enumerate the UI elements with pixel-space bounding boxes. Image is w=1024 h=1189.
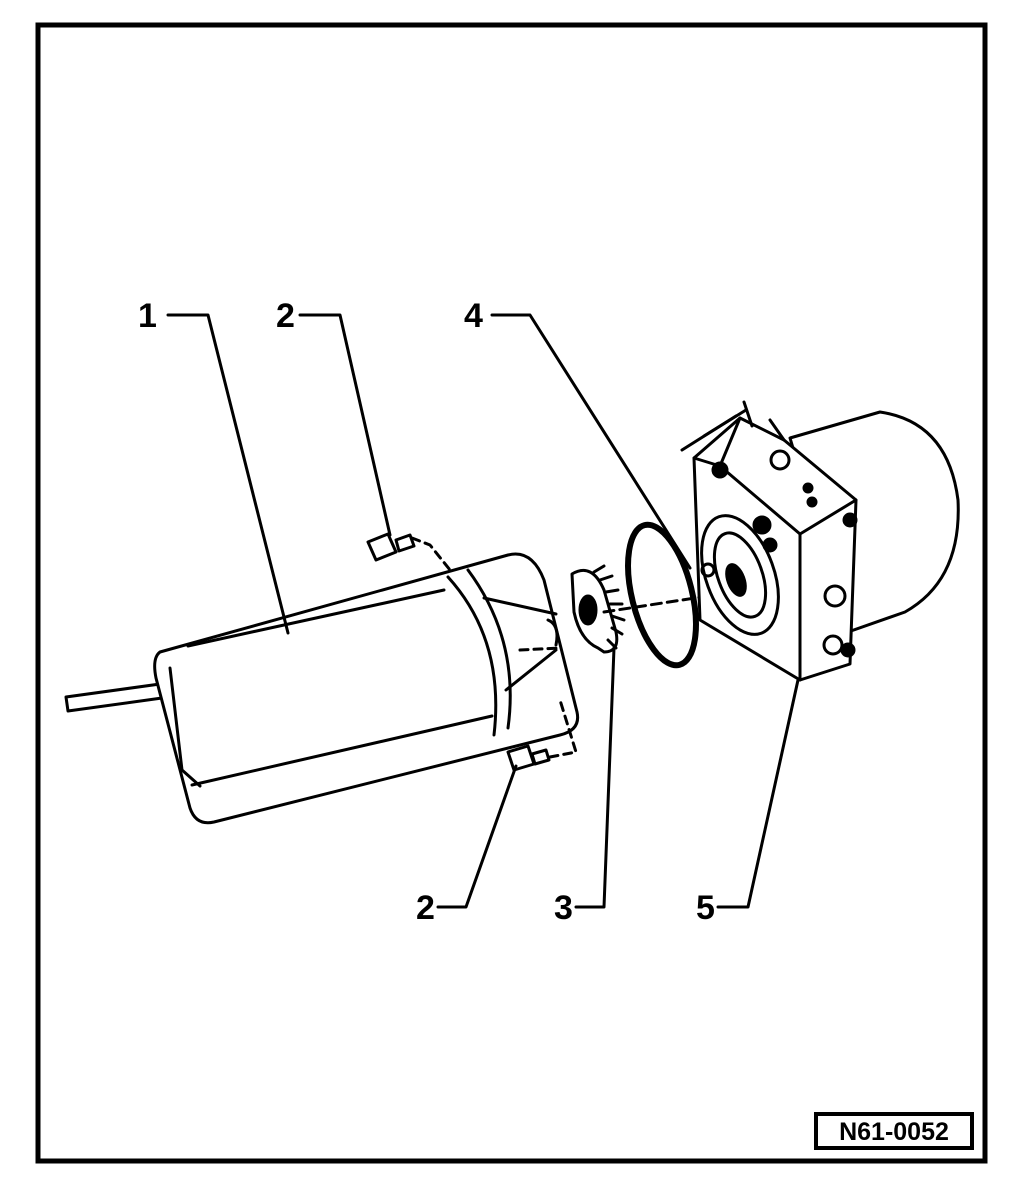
callout-3: 3 bbox=[554, 889, 573, 927]
leader-4 bbox=[490, 313, 692, 570]
callout-5: 5 bbox=[696, 889, 715, 927]
reference-code: N61-0052 bbox=[839, 1118, 949, 1146]
leader-2-lower bbox=[436, 764, 518, 909]
callout-4: 4 bbox=[464, 297, 483, 335]
part-1-motor bbox=[64, 552, 580, 825]
part-2-bolt-lower bbox=[506, 698, 578, 772]
reference-code-box bbox=[814, 1112, 974, 1150]
callout-2-upper: 2 bbox=[276, 297, 295, 335]
leader-3 bbox=[574, 646, 616, 909]
leader-5 bbox=[716, 678, 800, 909]
leader-2-upper bbox=[298, 313, 392, 537]
leader-1 bbox=[166, 313, 290, 635]
callout-2-lower: 2 bbox=[416, 889, 435, 927]
part-2-bolt-upper bbox=[366, 532, 452, 572]
part-3-drive-gear bbox=[570, 564, 626, 654]
callout-1: 1 bbox=[138, 297, 157, 335]
assembly-center-line bbox=[602, 594, 710, 614]
part-4-o-ring bbox=[625, 521, 699, 669]
part-5-housing bbox=[680, 400, 960, 682]
diagram-frame bbox=[35, 22, 988, 1164]
